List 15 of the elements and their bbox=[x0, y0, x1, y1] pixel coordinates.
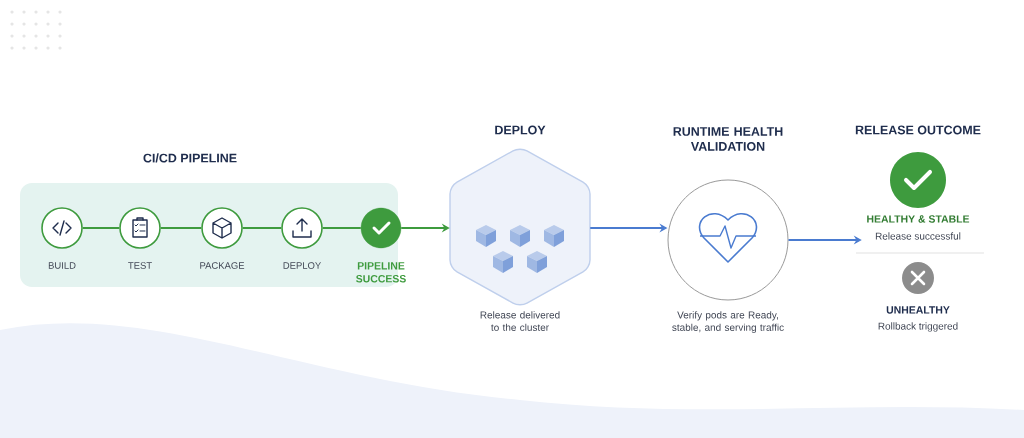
heading: CI/CD PIPELINE bbox=[143, 153, 237, 163]
step-label: DEPLOY bbox=[283, 262, 321, 269]
status-note: Release successful bbox=[875, 232, 961, 240]
step-label: TEST bbox=[128, 262, 152, 269]
heading: RELEASE OUTCOME bbox=[855, 125, 981, 135]
heading: DEPLOY bbox=[495, 125, 546, 135]
step-label: PACKAGE bbox=[200, 262, 245, 269]
step-label: PIPELINE SUCCESS bbox=[356, 262, 406, 283]
status-note: Rollback triggered bbox=[878, 322, 958, 332]
description: Verify pods are Ready, stable, and serving traffic bbox=[672, 311, 784, 333]
step-label: BUILD bbox=[48, 262, 76, 269]
heading: RUNTIME HEALTH VALIDATION bbox=[673, 127, 783, 151]
status-title: UNHEALTHY bbox=[886, 306, 950, 314]
description: Release delivered to the cluster bbox=[480, 311, 560, 331]
status-title: HEALTHY & STABLE bbox=[867, 215, 970, 223]
